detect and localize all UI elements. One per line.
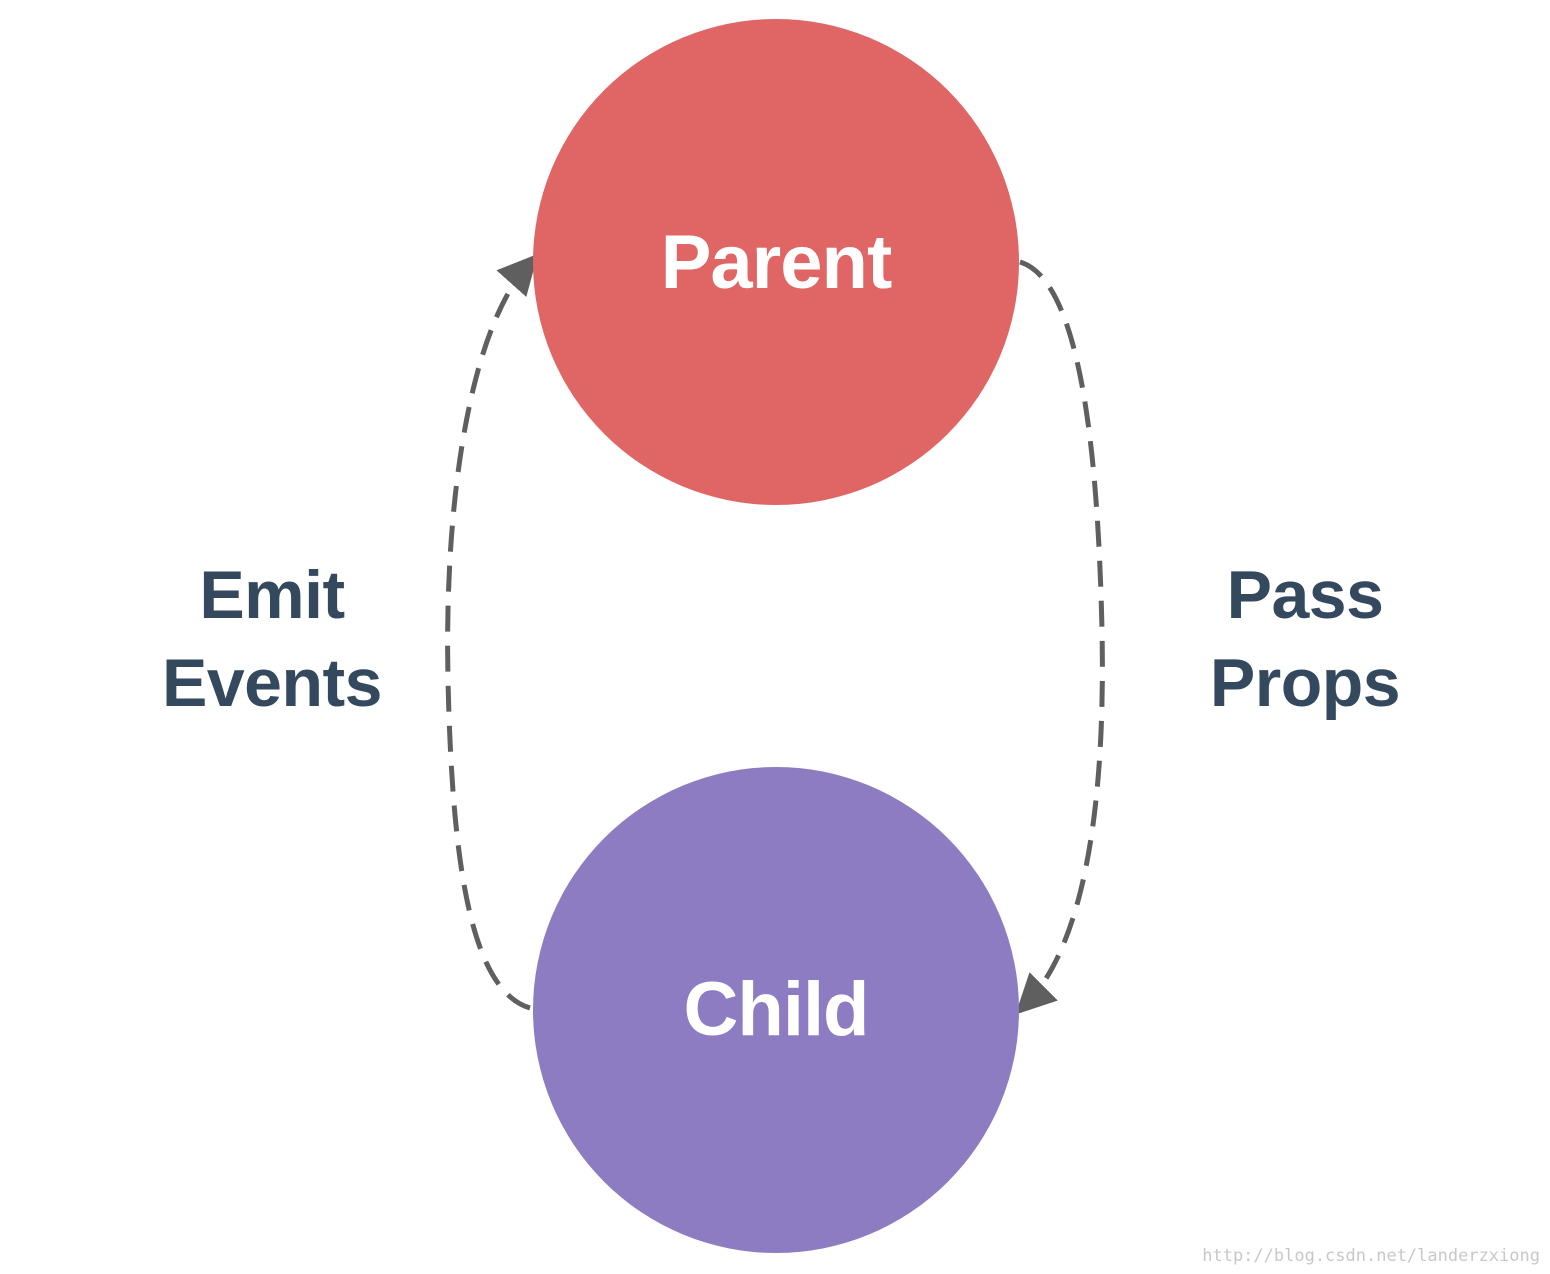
child-label: Child (683, 967, 870, 1052)
emit-events-arrow (445, 253, 538, 1011)
emit-events-line1: Emit (199, 557, 345, 633)
emit-events-label: Emit Events (130, 551, 414, 727)
pass-props-line2: Props (1209, 645, 1401, 721)
watermark-url: http://blog.csdn.net/landerzxiong (1202, 1246, 1540, 1266)
parent-node: Parent (533, 19, 1019, 505)
pass-props-arrow (1015, 259, 1105, 1015)
child-node: Child (533, 767, 1019, 1253)
emit-events-line2: Events (162, 645, 383, 721)
pass-props-line1: Pass (1226, 557, 1384, 633)
pass-props-label: Pass Props (1170, 551, 1440, 727)
parent-label: Parent (660, 220, 893, 305)
